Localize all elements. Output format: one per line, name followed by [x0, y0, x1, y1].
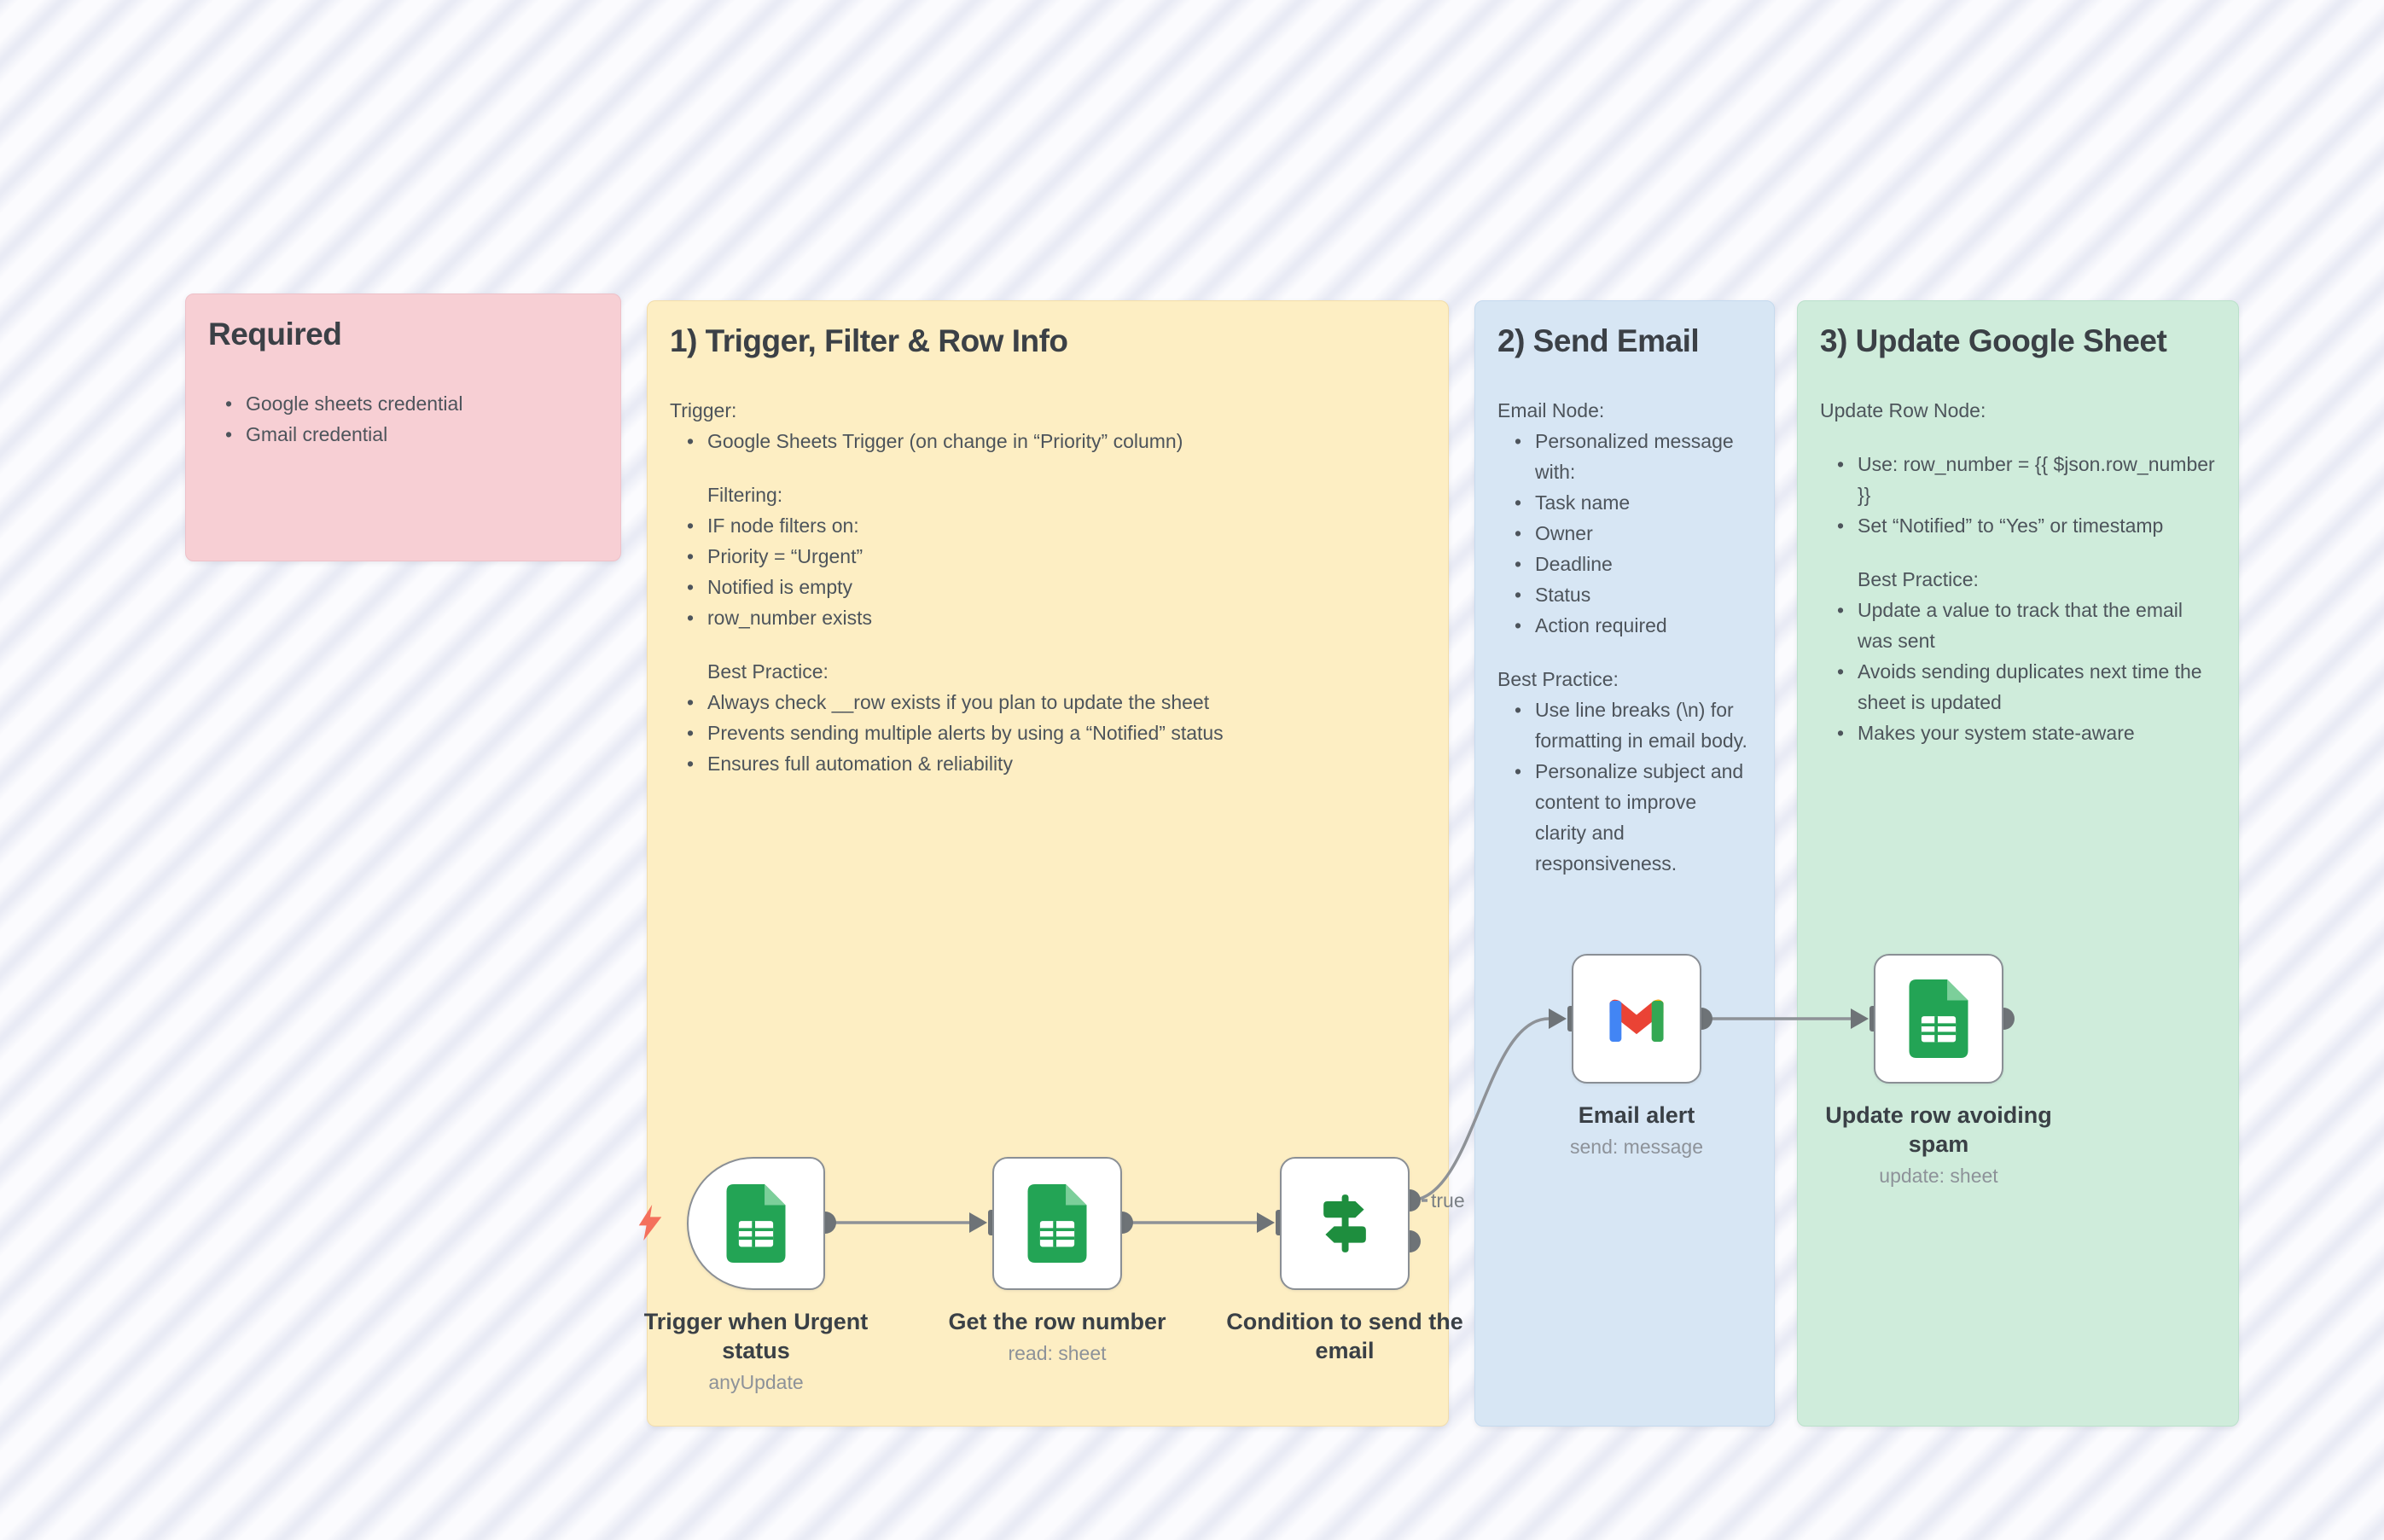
- trigger-bolt-icon: [638, 1205, 662, 1241]
- note-line: Makes your system state-aware: [1820, 718, 2216, 748]
- google-sheets-icon: [1027, 1184, 1087, 1263]
- node-label: Update row avoiding spam: [1825, 1102, 2052, 1157]
- note-line: Ensures full automation & reliability: [670, 748, 1426, 779]
- sticky-note-title: 3) Update Google Sheet: [1820, 323, 2167, 358]
- note-line: Always check __row exists if you plan to…: [670, 687, 1426, 718]
- sticky-note-title: Required: [208, 317, 342, 352]
- node-sublabel: read: sheet: [1008, 1342, 1107, 1364]
- node-label: Trigger when Urgent status: [643, 1309, 869, 1363]
- note-line: Trigger:: [670, 399, 737, 421]
- sticky-note-body: Update Row Node: Use: row_number = {{ $js…: [1820, 395, 2216, 748]
- note-line: Filtering:: [707, 484, 783, 506]
- node-trigger-when-urgent-status[interactable]: [687, 1157, 825, 1290]
- node-caption-trigger: Trigger when Urgent status anyUpdate: [619, 1307, 893, 1395]
- note-line: Best Practice:: [1858, 568, 1979, 590]
- note-line: Task name: [1497, 487, 1752, 518]
- note-line: Best Practice:: [707, 660, 829, 683]
- note-line: Update a value to track that the email w…: [1820, 595, 2216, 656]
- if-signpost-icon: [1323, 1194, 1366, 1252]
- note-line: Google Sheets Trigger (on change in “Pri…: [670, 426, 1426, 456]
- gmail-icon: [1609, 999, 1664, 1042]
- node-update-row-avoiding-spam[interactable]: [1874, 954, 2003, 1084]
- node-caption-get-row: Get the row number read: sheet: [921, 1307, 1194, 1366]
- google-sheets-icon: [1909, 979, 1968, 1058]
- node-label: Condition to send the email: [1226, 1309, 1463, 1363]
- sticky-note-title: 1) Trigger, Filter & Row Info: [670, 323, 1068, 358]
- node-condition-to-send-the-email[interactable]: [1280, 1157, 1410, 1290]
- note-line: Personalize subject and content to impro…: [1497, 756, 1752, 879]
- node-sublabel: send: message: [1570, 1136, 1703, 1158]
- node-email-alert[interactable]: [1572, 954, 1701, 1084]
- connection-condition-true-to-email[interactable]: [1409, 1017, 1550, 1202]
- sticky-note-update-google-sheet[interactable]: 3) Update Google Sheet Update Row Node:U…: [1797, 300, 2239, 1427]
- node-caption-update: Update row avoiding spam update: sheet: [1802, 1101, 2075, 1188]
- node-caption-email: Email alert send: message: [1500, 1101, 1773, 1159]
- sticky-note-send-email[interactable]: 2) Send Email Email Node: Personalized me…: [1474, 300, 1775, 1427]
- node-get-the-row-number[interactable]: [992, 1157, 1122, 1290]
- sticky-note-title: 2) Send Email: [1497, 323, 1700, 358]
- note-line: Notified is empty: [670, 572, 1426, 602]
- node-label: Email alert: [1578, 1102, 1695, 1128]
- sticky-note-body: Google sheets credentialGmail credential: [208, 388, 598, 450]
- google-sheets-icon: [726, 1184, 786, 1263]
- note-line: Update Row Node:: [1820, 399, 1986, 421]
- note-line: Gmail credential: [208, 419, 598, 450]
- node-sublabel: update: sheet: [1879, 1165, 1998, 1187]
- sticky-note-body: Trigger: Google Sheets Trigger (on change…: [670, 395, 1426, 779]
- note-line: Priority = “Urgent”: [670, 541, 1426, 572]
- note-line: Action required: [1497, 610, 1752, 641]
- note-line: Status: [1497, 579, 1752, 610]
- condition-true-branch-label: true: [1431, 1189, 1465, 1212]
- sticky-note-required[interactable]: Required Google sheets credentialGmail c…: [185, 293, 621, 561]
- note-line: row_number exists: [670, 602, 1426, 633]
- node-sublabel: anyUpdate: [708, 1371, 804, 1393]
- node-caption-condition: Condition to send the email: [1208, 1307, 1481, 1365]
- note-line: Email Node:: [1497, 399, 1605, 421]
- note-line: Owner: [1497, 518, 1752, 549]
- node-label: Get the row number: [948, 1309, 1166, 1334]
- sticky-note-body: Email Node: Personalized message with:Tas…: [1497, 395, 1752, 879]
- note-line: IF node filters on:: [670, 510, 1426, 541]
- note-line: Use line breaks (\n) for formatting in e…: [1497, 694, 1752, 756]
- note-line: Avoids sending duplicates next time the …: [1820, 656, 2216, 718]
- note-line: Use: row_number = {{ $json.row_number }}: [1820, 449, 2216, 510]
- note-line: Personalized message with:: [1497, 426, 1752, 487]
- note-line: Set “Notified” to “Yes” or timestamp: [1820, 510, 2216, 541]
- note-line: Google sheets credential: [208, 388, 598, 419]
- note-line: Prevents sending multiple alerts by usin…: [670, 718, 1426, 748]
- note-line: Best Practice:: [1497, 668, 1619, 690]
- note-line: Deadline: [1497, 549, 1752, 579]
